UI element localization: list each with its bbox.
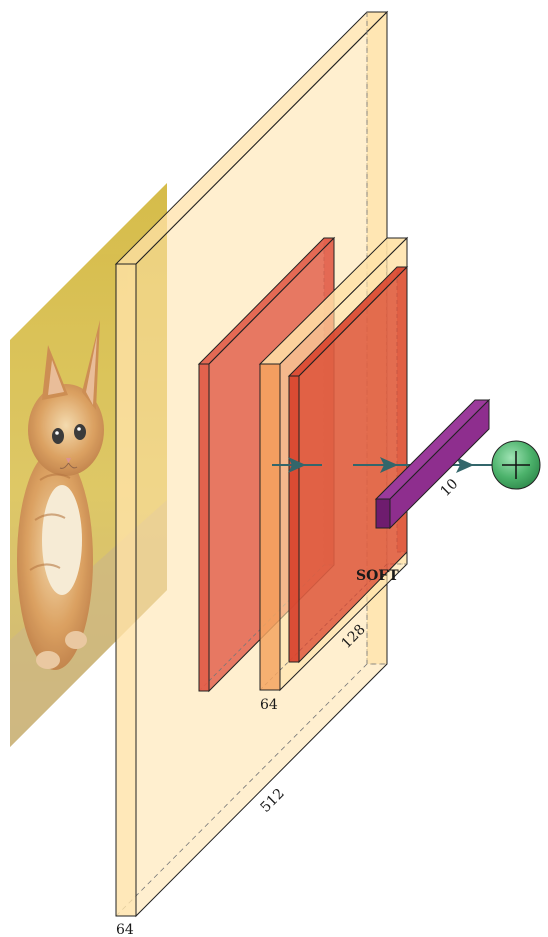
label-fc-size: 10	[438, 476, 462, 500]
label-softmax: SOFT	[356, 568, 399, 584]
fc-block	[374, 398, 491, 530]
label-mid-block-depth: 64	[260, 697, 278, 713]
label-input-depth: 64	[116, 922, 134, 937]
sum-node	[491, 440, 541, 490]
